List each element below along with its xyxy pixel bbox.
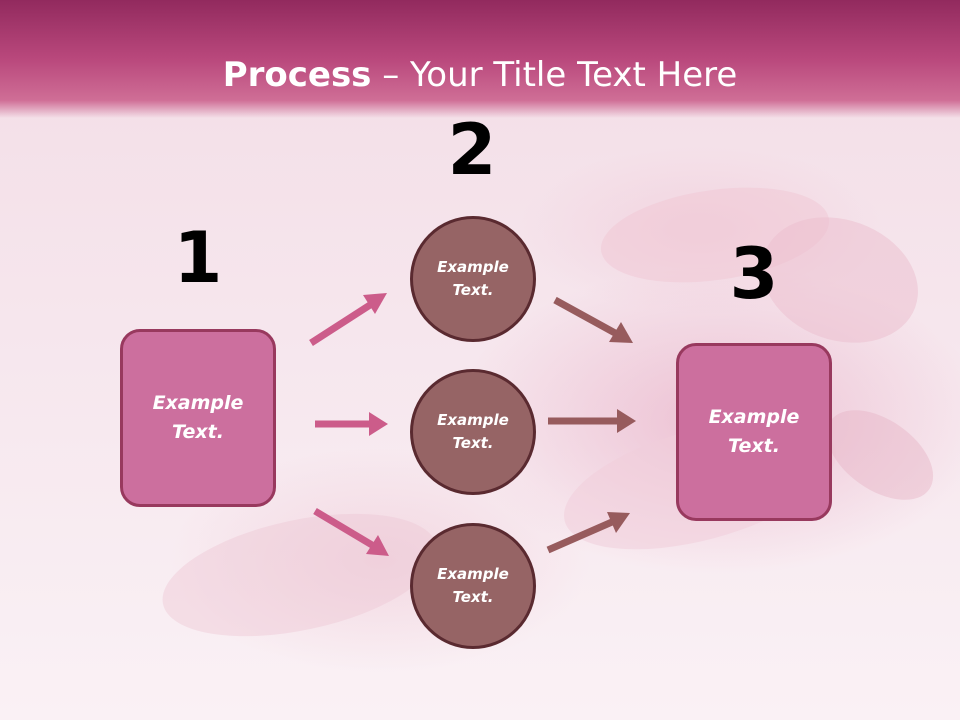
circle-text-line1: Example bbox=[437, 565, 509, 583]
box-text-line1: Example bbox=[708, 406, 800, 428]
step-number-3: 3 bbox=[729, 233, 779, 315]
arrow-right-left bbox=[315, 412, 388, 436]
process-circle-middle[interactable]: Example Text. bbox=[410, 369, 536, 495]
box-text-line2: Text. bbox=[172, 421, 224, 443]
process-circle-top[interactable]: Example Text. bbox=[410, 216, 536, 342]
box-text-line1: Example bbox=[152, 392, 244, 414]
arrow-up-right-left bbox=[309, 293, 387, 346]
step-box-3[interactable]: Example Text. bbox=[676, 343, 832, 521]
step-number-1: 1 bbox=[173, 217, 223, 299]
step-box-1[interactable]: Example Text. bbox=[120, 329, 276, 507]
title-rest: – Your Title Text Here bbox=[371, 55, 738, 95]
arrow-down-right-left bbox=[313, 507, 389, 556]
slide-title[interactable]: Process – Your Title Text Here bbox=[0, 54, 960, 96]
circle-text-line2: Text. bbox=[452, 281, 494, 299]
process-circle-bottom[interactable]: Example Text. bbox=[410, 523, 536, 649]
circle-text-line2: Text. bbox=[452, 588, 494, 606]
title-banner bbox=[0, 0, 960, 118]
arrow-down-right-right bbox=[553, 296, 633, 343]
circle-text-line1: Example bbox=[437, 411, 509, 429]
step-number-2: 2 bbox=[447, 109, 497, 191]
title-bold: Process bbox=[222, 55, 372, 95]
circle-text-line1: Example bbox=[437, 258, 509, 276]
arrow-up-right-right bbox=[546, 512, 630, 554]
arrow-right-right bbox=[548, 409, 636, 433]
circle-text-line2: Text. bbox=[452, 434, 494, 452]
box-text-line2: Text. bbox=[728, 435, 780, 457]
